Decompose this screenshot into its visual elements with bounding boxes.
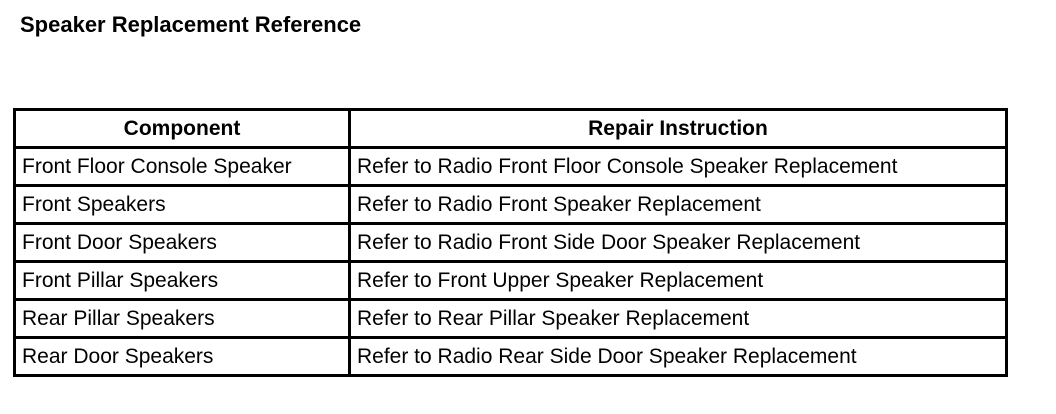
column-header-repair-instruction: Repair Instruction bbox=[348, 108, 1008, 149]
component-cell: Front Floor Console Speaker bbox=[13, 146, 351, 187]
component-cell: Front Door Speakers bbox=[13, 222, 351, 263]
instruction-cell: Refer to Radio Front Speaker Replacement bbox=[348, 184, 1008, 225]
component-cell: Front Pillar Speakers bbox=[13, 260, 351, 301]
table-row: Front Speakers Refer to Radio Front Spea… bbox=[13, 184, 1008, 225]
instruction-cell: Refer to Radio Front Side Door Speaker R… bbox=[348, 222, 1008, 263]
component-cell: Rear Pillar Speakers bbox=[13, 298, 351, 339]
table-row: Front Pillar Speakers Refer to Front Upp… bbox=[13, 260, 1008, 301]
column-header-component: Component bbox=[13, 108, 351, 149]
speaker-reference-table: Component Repair Instruction Front Floor… bbox=[13, 108, 1008, 377]
page-title: Speaker Replacement Reference bbox=[20, 12, 362, 37]
table-row: Rear Pillar Speakers Refer to Rear Pilla… bbox=[13, 298, 1008, 339]
table-row: Rear Door Speakers Refer to Radio Rear S… bbox=[13, 336, 1008, 377]
instruction-cell: Refer to Radio Front Floor Console Speak… bbox=[348, 146, 1008, 187]
instruction-cell: Refer to Radio Rear Side Door Speaker Re… bbox=[348, 336, 1008, 377]
table-row: Front Door Speakers Refer to Radio Front… bbox=[13, 222, 1008, 263]
instruction-cell: Refer to Front Upper Speaker Replacement bbox=[348, 260, 1008, 301]
table-row: Front Floor Console Speaker Refer to Rad… bbox=[13, 146, 1008, 187]
instruction-cell: Refer to Rear Pillar Speaker Replacement bbox=[348, 298, 1008, 339]
component-cell: Rear Door Speakers bbox=[13, 336, 351, 377]
table-header-row: Component Repair Instruction bbox=[13, 108, 1008, 149]
component-cell: Front Speakers bbox=[13, 184, 351, 225]
